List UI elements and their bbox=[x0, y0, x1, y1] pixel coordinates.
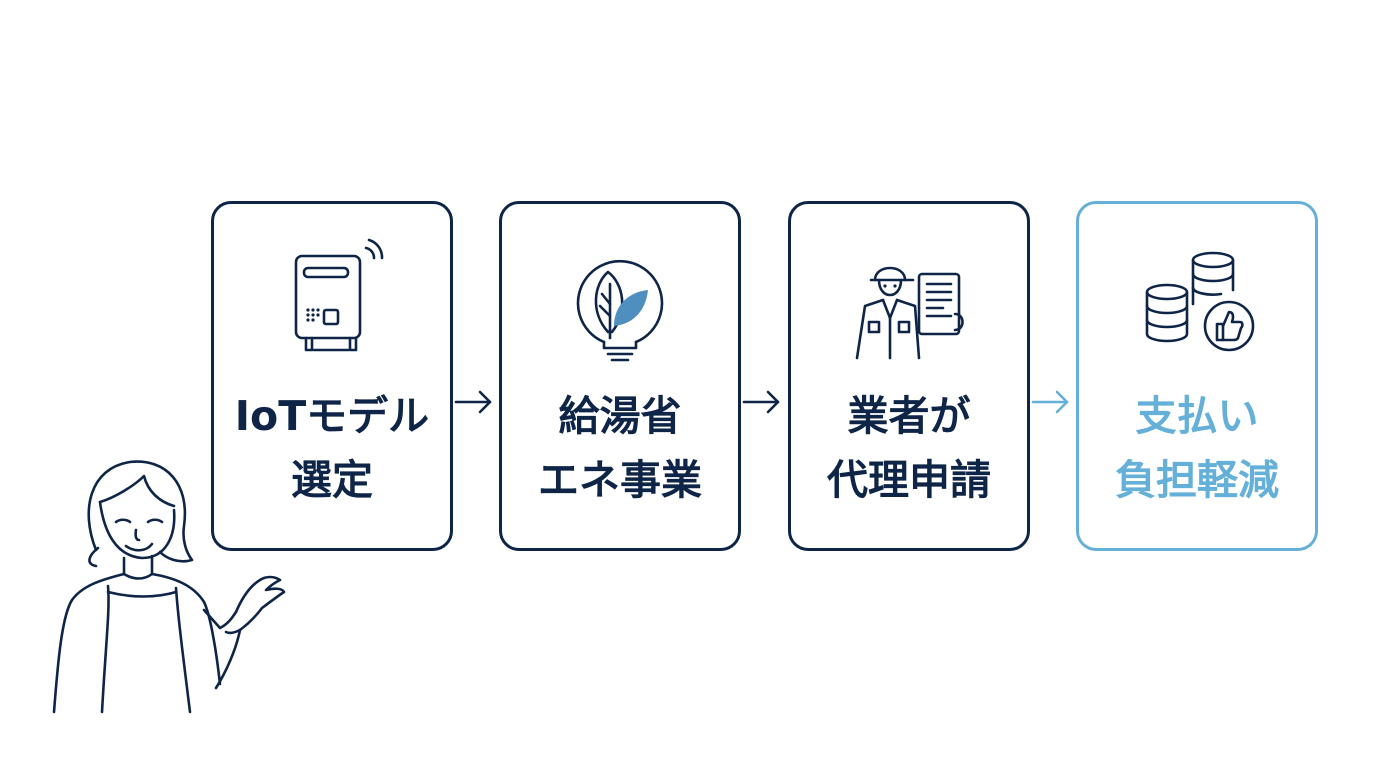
step-label-line-1: IoTモデル bbox=[234, 392, 430, 440]
presenter-woman-illustration bbox=[40, 440, 300, 740]
water-heater-icon bbox=[262, 234, 402, 374]
arrow-right-icon bbox=[452, 385, 496, 419]
step-card-energy-subsidy: 給湯省 エネ事業 bbox=[499, 201, 741, 551]
step-label-line-1: 業者が bbox=[847, 392, 971, 440]
step-label-line-2: 代理申請 bbox=[827, 456, 991, 504]
step-label-line-2: エネ事業 bbox=[538, 456, 702, 504]
step-card-cost-reduction: 支払い 負担軽減 bbox=[1076, 201, 1318, 551]
coins-thumbs-up-icon bbox=[1127, 234, 1267, 374]
step-label: 給湯省 エネ事業 bbox=[486, 384, 754, 512]
arrow-right-icon bbox=[740, 385, 784, 419]
step-label: IoTモデル 選定 bbox=[198, 384, 466, 512]
step-card-contractor-application: 業者が 代理申請 bbox=[788, 201, 1030, 551]
step-label-line-1: 支払い bbox=[1135, 392, 1259, 440]
step-label: 業者が 代理申請 bbox=[775, 384, 1043, 512]
contractor-icon bbox=[839, 234, 979, 374]
step-label-line-2: 選定 bbox=[291, 456, 373, 504]
leaf-bulb-icon bbox=[550, 234, 690, 374]
step-label-line-1: 給湯省 bbox=[558, 392, 682, 440]
arrow-right-icon bbox=[1029, 385, 1073, 419]
step-label-line-2: 負担軽減 bbox=[1115, 456, 1279, 504]
step-label: 支払い 負担軽減 bbox=[1063, 384, 1331, 512]
step-card-iot-model: IoTモデル 選定 bbox=[211, 201, 453, 551]
